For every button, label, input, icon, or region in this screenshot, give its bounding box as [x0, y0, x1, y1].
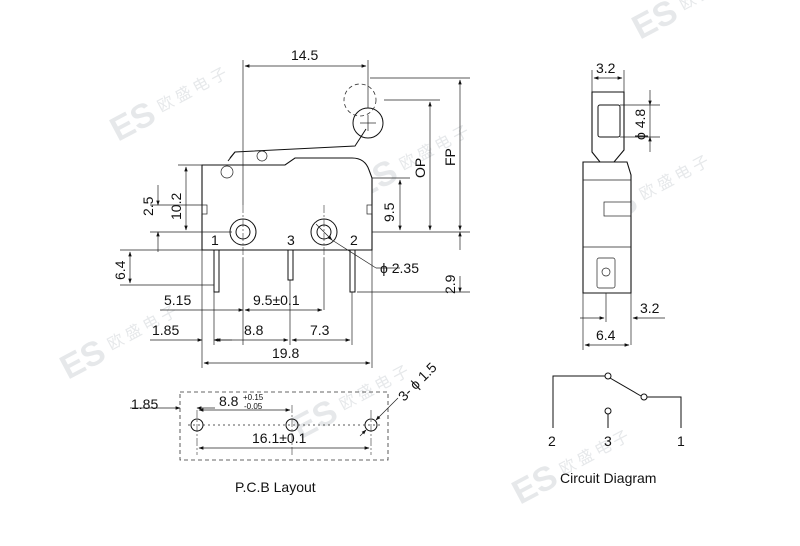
watermark-char: 盛: [354, 381, 377, 404]
watermark-char: 欧: [557, 455, 580, 478]
watermark-char: 子: [390, 362, 413, 385]
watermark-char: 盛: [574, 446, 597, 469]
dim-height-10-2: 10.2: [168, 193, 184, 220]
circuit-contact-common: [604, 372, 612, 380]
pcb-caption: P.C.B Layout: [235, 479, 316, 495]
side-view: 3.2 ϕ 4.8 3.2 6.4: [580, 60, 665, 350]
watermark-mark: ES: [626, 0, 684, 47]
watermark-char: 欧: [105, 330, 128, 353]
circuit-contact-nc: [640, 393, 648, 401]
watermark-char: 子: [610, 427, 633, 450]
side-terminal-hole: [601, 267, 611, 277]
terminal-3: [287, 249, 294, 281]
circuit-switch-arm: [609, 377, 642, 397]
dim-5-15: 5.15: [164, 292, 191, 308]
dim-19-8: 19.8: [272, 345, 299, 361]
watermark-char: 电: [432, 132, 455, 155]
front-view: ϕ 2.35 1 3 2 14.5 FP OP 9.5 2.9: [112, 47, 470, 368]
watermark-char: 子: [158, 302, 181, 325]
dim-pcb-tol-plus: +0.15: [243, 393, 264, 402]
watermark-char: 电: [672, 162, 695, 185]
dim-width-14-5: 14.5: [291, 47, 318, 63]
hole-dia-leader: [315, 223, 333, 241]
watermark-char: 欧: [677, 0, 700, 14]
dim-pcb-8-8: 8.8: [219, 393, 239, 409]
dim-pcb-16-1: 16.1±0.1: [252, 430, 307, 446]
watermark-char: 盛: [654, 171, 677, 194]
watermark-char: 盛: [694, 0, 717, 4]
dim-8-8: 8.8: [244, 322, 264, 338]
lever-pivot: [256, 150, 268, 162]
body-notch: [366, 204, 373, 215]
watermark-char: 电: [190, 74, 213, 97]
circuit-pin-1: 1: [677, 433, 685, 449]
terminal-1: [213, 249, 220, 293]
watermark-char: 欧: [397, 150, 420, 173]
watermark-char: 电: [372, 372, 395, 395]
terminal-2: [349, 249, 356, 293]
watermark-char: 欧: [155, 92, 178, 115]
corner-hole: [220, 165, 234, 179]
hole-dia-leader: [331, 239, 377, 269]
side-slot: [603, 201, 632, 217]
side-roller: [597, 104, 621, 138]
body-notch: [201, 204, 208, 215]
actuator-lever: [227, 128, 367, 162]
pcb-holes-leader: [359, 429, 367, 437]
watermark-group: ES 欧 盛 电 子 ES 欧 盛 电 子 ES 欧 盛 电 子 ES 欧 盛 …: [54, 0, 717, 512]
side-lever: [591, 91, 625, 163]
dim-roller-dia: ϕ 4.8: [632, 109, 648, 140]
actuator-lever-edge: [229, 151, 236, 159]
circuit-wire-1: [647, 396, 682, 428]
dim-fp: FP: [442, 148, 458, 166]
dim-op: OP: [412, 158, 428, 178]
circuit-caption: Circuit Diagram: [560, 470, 656, 486]
dim-height-6-4: 6.4: [112, 260, 128, 280]
watermark-char: 子: [450, 122, 473, 145]
dim-6-4-side: 6.4: [596, 327, 616, 343]
watermark-char: 盛: [172, 83, 195, 106]
watermark-char: 子: [208, 64, 231, 87]
dim-3-2-right: 3.2: [640, 300, 660, 316]
pcb-holes-leader: [375, 397, 399, 421]
dim-1-85: 1.85: [152, 322, 179, 338]
watermark-char: 欧: [337, 390, 360, 413]
pcb-layout: 1.85 8.8 +0.15 -0.05 16.1±0.1 3- ϕ 1.5 P…: [130, 359, 440, 495]
pin-label-3: 3: [287, 232, 295, 248]
roller-free-position: [343, 83, 377, 117]
watermark-char: 电: [140, 312, 163, 335]
dim-height-2-9: 2.9: [442, 274, 458, 294]
hole-dia-label: ϕ 2.35: [380, 260, 419, 276]
circuit-wire-2: [552, 375, 605, 428]
dim-pcb-1-85: 1.85: [131, 396, 158, 412]
watermark-char: 电: [592, 437, 615, 460]
side-body: [582, 161, 632, 294]
circuit-diagram: 2 3 1 Circuit Diagram: [548, 372, 685, 486]
watermark-char: 盛: [122, 321, 145, 344]
dim-pcb-tol-minus: -0.05: [244, 402, 263, 411]
watermark-char: 欧: [637, 180, 660, 203]
watermark-mark: ES: [506, 457, 564, 512]
pcb-outline: [179, 391, 389, 461]
dim-height-2-5: 2.5: [140, 196, 156, 216]
circuit-contact-no: [604, 407, 612, 415]
dim-3-2-top: 3.2: [596, 60, 616, 76]
watermark-char: 子: [690, 152, 713, 175]
circuit-pin-3: 3: [604, 433, 612, 449]
pin-label-1: 1: [211, 232, 219, 248]
dim-height-9-5: 9.5: [381, 202, 397, 222]
circuit-pin-2: 2: [548, 433, 556, 449]
pin-label-2: 2: [350, 232, 358, 248]
side-terminal: [596, 257, 616, 289]
dim-7-3: 7.3: [310, 322, 330, 338]
dim-9-5-tol: 9.5±0.1: [253, 292, 300, 308]
watermark-mark: ES: [54, 332, 112, 387]
watermark-mark: ES: [104, 94, 162, 149]
